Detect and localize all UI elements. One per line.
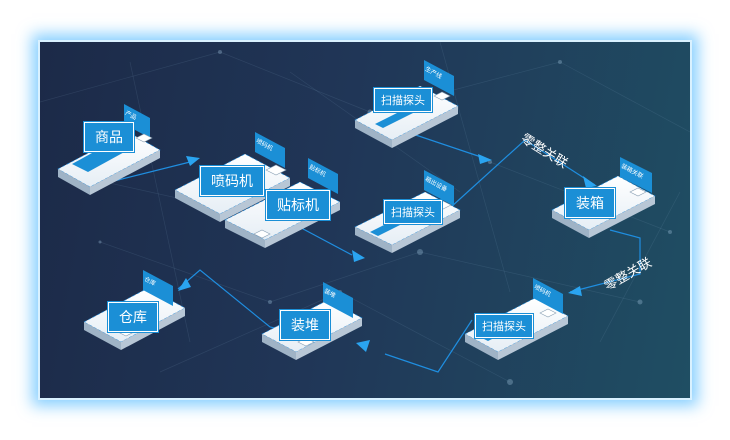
node-stacking-label: 装堆 bbox=[280, 310, 330, 340]
node-scanner-top-label: 扫描探头 bbox=[374, 88, 432, 112]
node-labeler-label: 贴标机 bbox=[266, 190, 330, 220]
node-product-label: 商品 bbox=[84, 122, 134, 152]
diagram-canvas: 产品 喷码机 贴标机 生产线 箱出设备 装箱关联 喷码机 装堆 仓库 商品 喷码… bbox=[40, 42, 690, 398]
node-warehouse-label: 仓库 bbox=[108, 302, 158, 332]
node-scanner-mid-label: 扫描探头 bbox=[384, 200, 442, 224]
node-scanner-right-label: 扫描探头 bbox=[475, 314, 533, 338]
node-coder-label: 喷码机 bbox=[200, 166, 264, 196]
node-carton-label: 装箱 bbox=[565, 188, 615, 218]
diagram-graphics bbox=[40, 42, 690, 398]
